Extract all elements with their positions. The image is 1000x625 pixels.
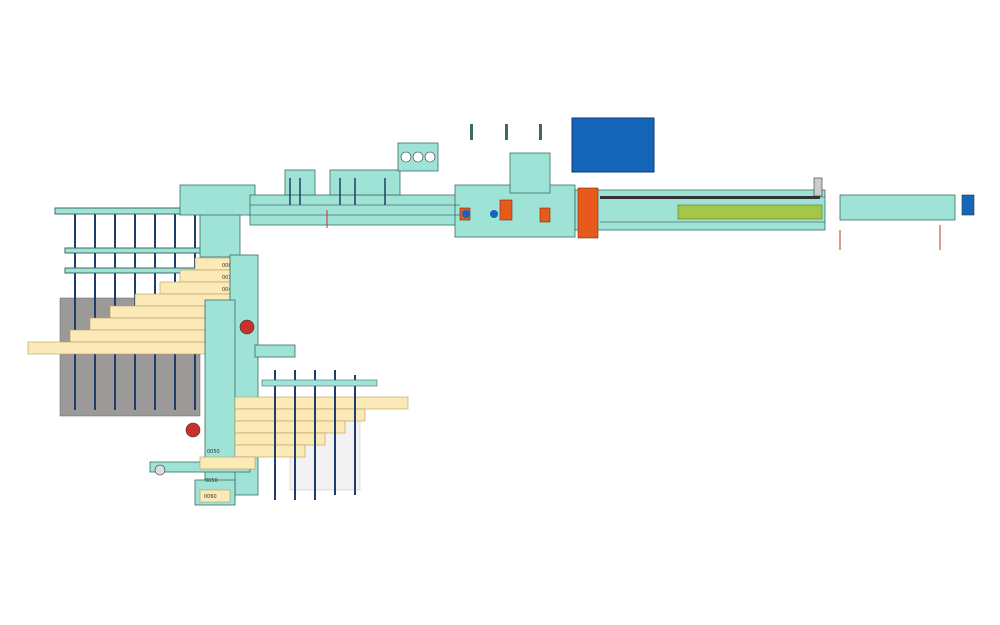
board-label-5: 0050 (205, 478, 218, 484)
board-label-4: 0050 (207, 449, 220, 455)
lower-conveyor-rail (261, 379, 378, 387)
dark-rail (600, 196, 820, 199)
red-markers (326, 210, 941, 250)
board-label-3: 0044 (222, 287, 235, 293)
board-label-1: 0001 (222, 263, 235, 269)
board-label-6: 0060 (204, 494, 217, 500)
gauge-panel (400, 151, 436, 163)
top-posts (470, 124, 542, 140)
main-feed-line (179, 142, 956, 238)
lower-conveyor-arms (274, 370, 356, 500)
right-column (813, 177, 823, 197)
board-label-2: 0030 (222, 275, 235, 281)
green-bed (677, 204, 823, 220)
lower-board-stack (199, 396, 409, 503)
end-motor (961, 194, 975, 216)
red-motors (154, 319, 255, 476)
feed-blue-posts (289, 178, 386, 205)
blue-rollers (462, 210, 498, 218)
control-cabinet (571, 117, 655, 173)
